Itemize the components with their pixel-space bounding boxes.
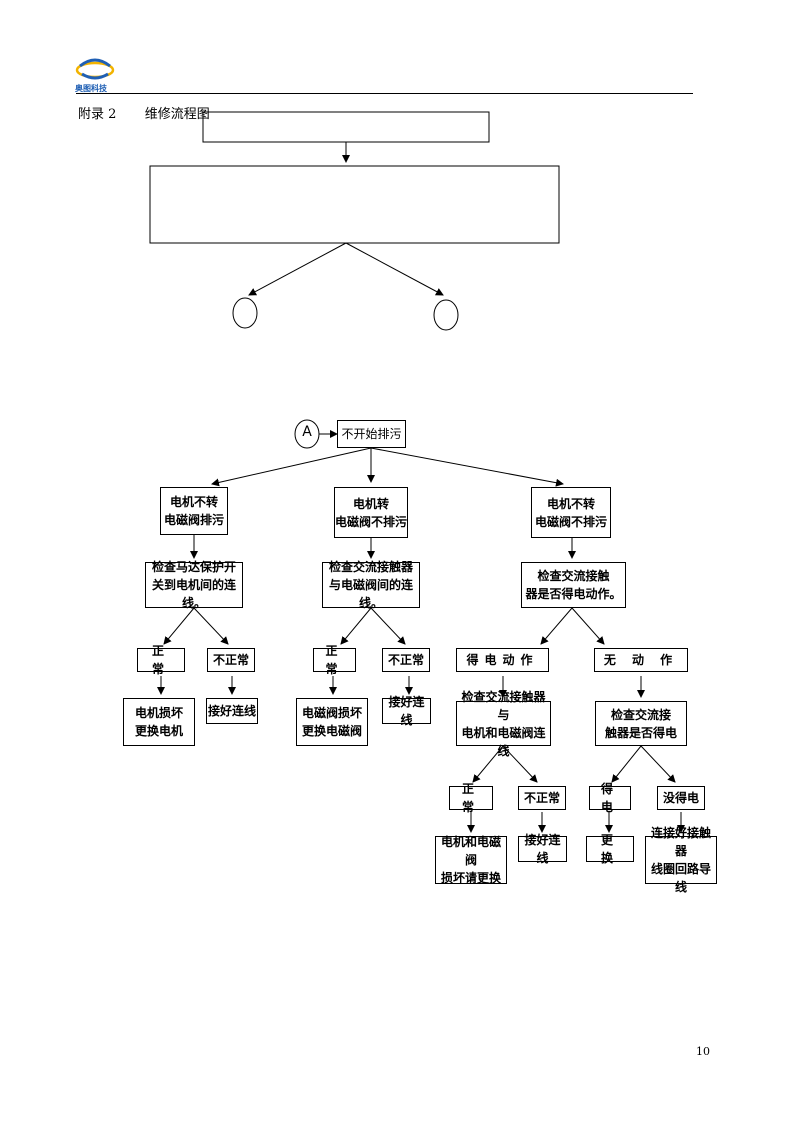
branch3-powered: 得电动作	[456, 648, 549, 672]
branch2-normal-action: 电磁阀损坏 更换电磁阀	[296, 698, 368, 746]
page-number: 10	[696, 1045, 710, 1058]
company-logo-icon	[74, 56, 116, 92]
branch3-not-powered: 无 动 作	[594, 648, 688, 672]
connector-a-label: A	[302, 424, 312, 440]
appendix-title: 维修流程图	[144, 107, 210, 122]
header-divider	[76, 93, 693, 94]
branch3-not-powered-check: 检查交流接 触器是否得电	[595, 701, 687, 746]
branch1-normal: 正 常	[137, 644, 185, 676]
empty-connector-right	[433, 299, 459, 331]
branch2-normal: 正 常	[313, 644, 356, 676]
logo-text: 奥图科技	[75, 84, 107, 93]
branch1-abnormal: 不正常	[207, 648, 255, 672]
branch2-abnormal-action: 接好连线	[382, 695, 431, 727]
branch2-abnormal: 不正常	[382, 648, 430, 672]
root-node: 不开始排污	[337, 420, 406, 448]
branch3-powered-abnormal: 不正常	[518, 786, 566, 810]
branch2-condition: 电机转 电磁阀不排污	[334, 487, 408, 538]
branch3-np-not-powered: 没得电	[657, 786, 705, 810]
branch3-powered-abnormal-action: 接好连线	[518, 833, 567, 865]
branch1-normal-action: 电机损坏 更换电机	[123, 698, 195, 746]
branch2-check: 检查交流接触器 与电磁阀间的连线。	[322, 560, 420, 610]
branch3-condition: 电机不转 电磁阀不排污	[531, 487, 611, 538]
empty-connector-left	[232, 297, 258, 329]
branch3-powered-normal-action: 电机和电磁阀 损坏请更换	[435, 835, 507, 885]
appendix-number: 附录 2	[78, 107, 117, 122]
branch1-check: 检查马达保护开 关到电机间的连线。	[145, 560, 243, 610]
branch1-abnormal-action: 接好连线	[206, 698, 258, 724]
branch3-check: 检查交流接触 器是否得电动作。	[521, 562, 626, 608]
branch3-np-powered-action: 更 换	[586, 833, 634, 865]
empty-box-middle	[149, 165, 560, 244]
branch3-powered-check: 检查交流接触器与 电机和电磁阀连线	[456, 690, 551, 758]
empty-box-top	[202, 111, 490, 143]
branch3-powered-normal: 正 常	[449, 782, 493, 814]
branch3-np-not-powered-action: 连接好接触器 线圈回路导线	[645, 826, 717, 894]
appendix-heading: 附录 2 维修流程图	[78, 103, 210, 122]
branch1-condition: 电机不转 电磁阀排污	[160, 487, 228, 535]
branch3-np-powered: 得 电	[589, 782, 631, 814]
